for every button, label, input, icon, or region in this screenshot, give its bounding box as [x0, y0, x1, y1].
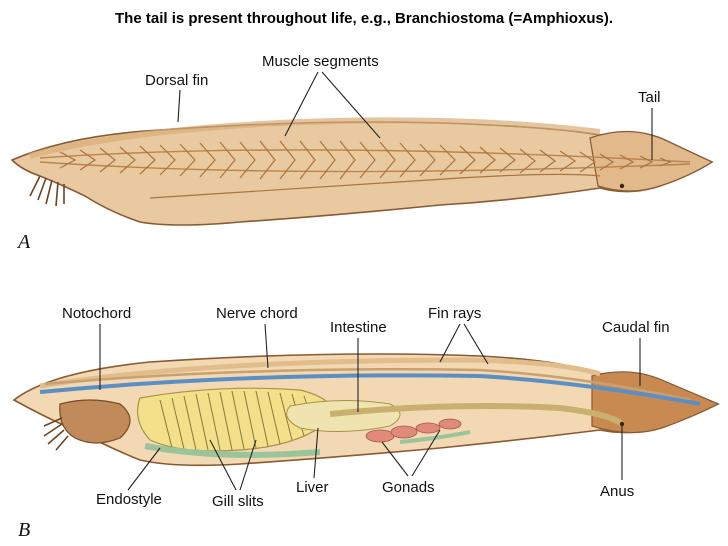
label-gonads: Gonads: [382, 479, 435, 496]
endostyle-rear-b: [399, 430, 471, 444]
label-tail: Tail: [638, 89, 661, 106]
leader-liver: [313, 427, 319, 479]
leader-gill-slits-2: [239, 439, 257, 491]
label-caudal-fin: Caudal fin: [602, 319, 670, 336]
panel-b-body: [12, 353, 720, 467]
dorsal-fin-a: [29, 117, 601, 159]
leader-gill-slits-1: [209, 439, 237, 491]
endostyle-b: [144, 443, 321, 458]
gonads-b: [365, 418, 462, 443]
label-intestine: Intestine: [330, 319, 387, 336]
label-notochord: Notochord: [62, 305, 131, 322]
muscle-segments-a: [39, 140, 691, 180]
leader-fin-rays-2: [463, 323, 489, 365]
leader-fin-rays-1: [439, 323, 461, 363]
anus-mark-b: [619, 421, 625, 427]
ventral-line-a: [149, 173, 601, 199]
intestine-b: [329, 403, 624, 427]
label-liver: Liver: [296, 479, 329, 496]
panel-a-body: [10, 117, 714, 226]
panel-letter-b: B: [18, 519, 30, 541]
label-anus: Anus: [600, 483, 634, 500]
label-fin-rays: Fin rays: [428, 305, 481, 322]
liver-b: [286, 399, 401, 433]
leader-nerve-chord: [264, 323, 269, 369]
oral-cirri-a: [29, 175, 65, 207]
leader-gonads-2: [411, 429, 441, 477]
leader-gonads-1: [381, 441, 409, 477]
leader-muscle-segments-1: [284, 71, 319, 137]
nerve-chord-b: [44, 368, 691, 402]
notochord-b: [39, 373, 701, 406]
leader-endostyle: [127, 447, 161, 491]
label-nerve-chord: Nerve chord: [216, 305, 298, 322]
oral-cirri-b: [43, 417, 69, 451]
label-dorsal-fin: Dorsal fin: [145, 72, 208, 89]
figure-title: The tail is present throughout life, e.g…: [115, 10, 613, 27]
leader-muscle-segments-2: [321, 71, 381, 139]
anus-mark-a: [619, 183, 625, 189]
label-muscle-segments: Muscle segments: [262, 53, 379, 70]
label-gill-slits: Gill slits: [212, 493, 264, 510]
leader-dorsal-fin: [177, 89, 181, 123]
fin-ray-band-b: [39, 357, 601, 389]
oral-hood-b: [59, 399, 131, 444]
label-endostyle: Endostyle: [96, 491, 162, 508]
panel-letter-a: A: [16, 231, 31, 253]
